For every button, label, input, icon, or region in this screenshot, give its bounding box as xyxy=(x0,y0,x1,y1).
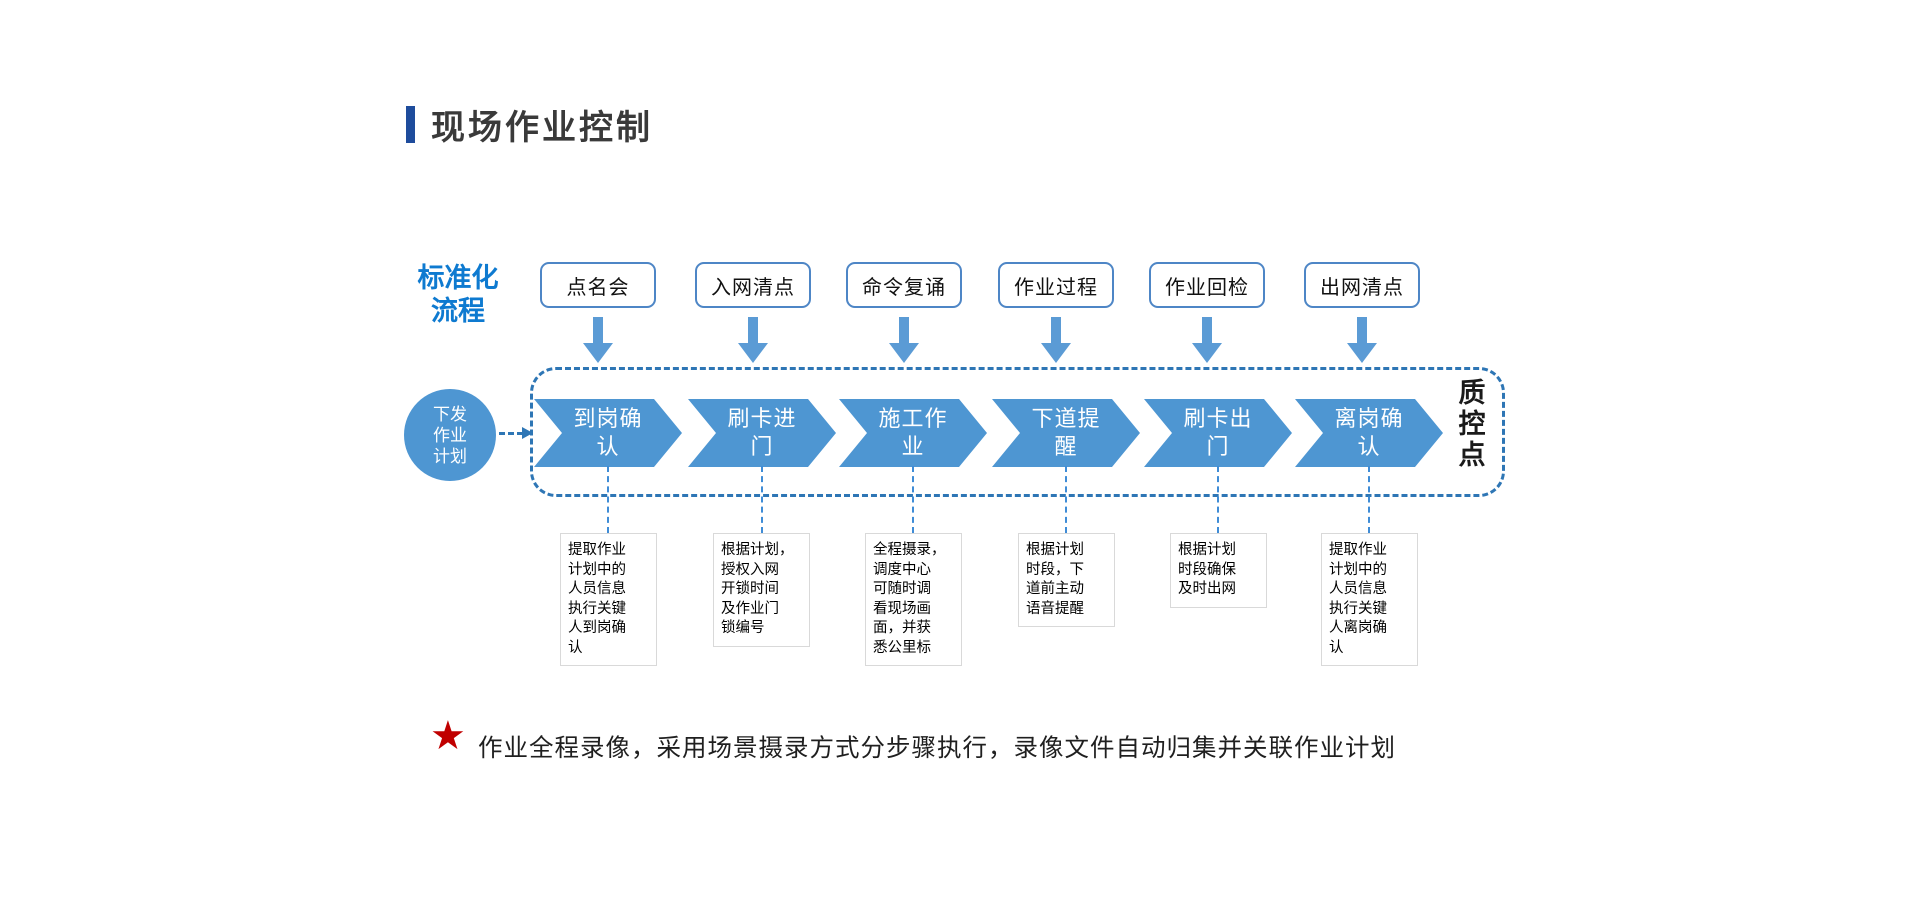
step-box-network-entry: 入网清点 xyxy=(695,262,811,308)
description-card-entry: 根据计划， 授权入网 开锁时间 及作业门 锁编号 xyxy=(713,533,810,647)
chevron-card-entry: 刷卡进 门 xyxy=(688,399,836,467)
step-box-command-repeat: 命令复诵 xyxy=(846,262,962,308)
description-exit-reminder: 根据计划 时段，下 道前主动 语音提醒 xyxy=(1018,533,1115,627)
quality-control-label: 质 控 点 xyxy=(1458,378,1486,470)
chevron-construction: 施工作 业 xyxy=(839,399,987,467)
dashed-connector-line xyxy=(499,432,523,435)
dashed-connector-line xyxy=(1217,466,1219,533)
step-box-network-exit: 出网清点 xyxy=(1304,262,1420,308)
down-arrow-icon xyxy=(1041,317,1071,363)
dashed-connector-line xyxy=(607,466,609,533)
description-arrival-confirm: 提取作业 计划中的 人员信息 执行关键 人到岗确 认 xyxy=(560,533,657,666)
down-arrow-icon xyxy=(1192,317,1222,363)
dashed-connector-line xyxy=(912,466,914,533)
arrow-head-icon xyxy=(522,427,533,439)
page-title: 现场作业控制 xyxy=(431,109,653,147)
step-box-roll-call: 点名会 xyxy=(540,262,656,308)
title-accent-bar xyxy=(406,106,415,143)
description-card-exit: 根据计划 时段确保 及时出网 xyxy=(1170,533,1267,608)
dashed-connector-line xyxy=(1368,466,1370,533)
footnote-text: 作业全程录像，采用场景摄录方式分步骤执行，录像文件自动归集并关联作业计划 xyxy=(478,735,1396,762)
description-departure-confirm: 提取作业 计划中的 人员信息 执行关键 人离岗确 认 xyxy=(1321,533,1418,666)
start-circle-issue-plan: 下发 作业 计划 xyxy=(404,389,496,481)
dashed-connector-line xyxy=(761,466,763,533)
standard-process-label: 标准化 流程 xyxy=(417,263,499,326)
dashed-connector-line xyxy=(1065,466,1067,533)
down-arrow-icon xyxy=(889,317,919,363)
down-arrow-icon xyxy=(738,317,768,363)
description-construction: 全程摄录， 调度中心 可随时调 看现场画 面，并获 悉公里标 xyxy=(865,533,962,666)
down-arrow-icon xyxy=(1347,317,1377,363)
star-icon: ★ xyxy=(430,714,466,758)
step-box-work-process: 作业过程 xyxy=(998,262,1114,308)
down-arrow-icon xyxy=(583,317,613,363)
step-box-work-recheck: 作业回检 xyxy=(1149,262,1265,308)
